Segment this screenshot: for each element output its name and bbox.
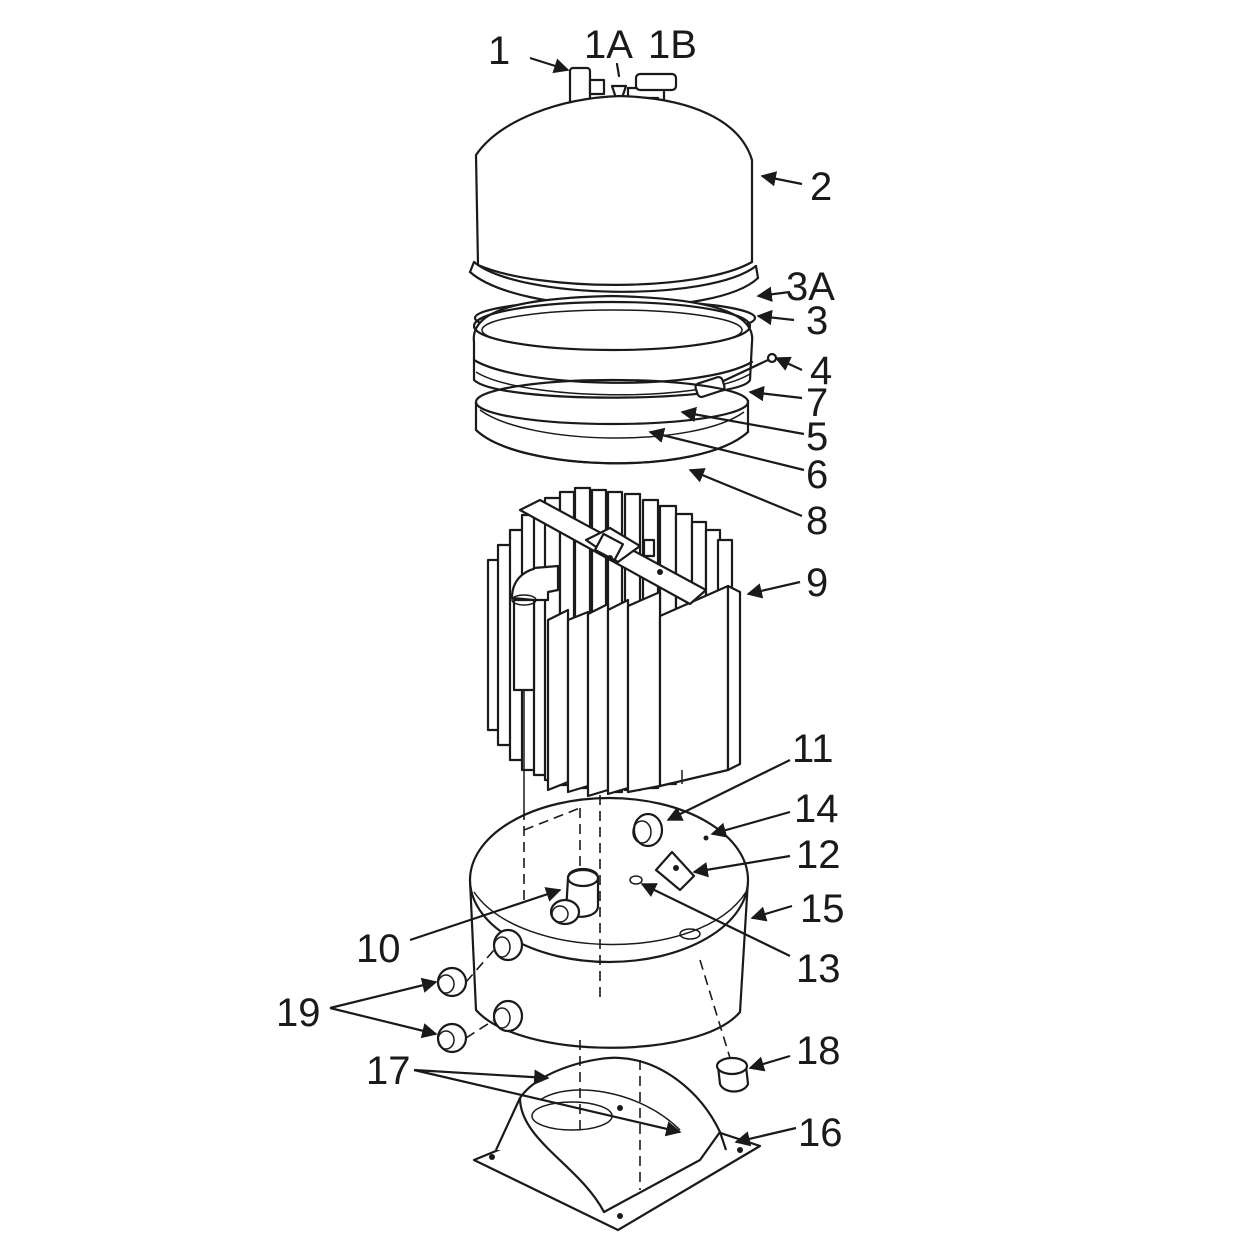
part-15-tank-body <box>468 795 750 1049</box>
callout-8: 8 <box>806 499 828 543</box>
callout-16: 16 <box>798 1111 843 1155</box>
callout-17: 17 <box>366 1049 411 1093</box>
callout-6: 6 <box>806 453 828 497</box>
callout-1b: 1B <box>648 23 697 67</box>
leader-arrows <box>329 56 805 1147</box>
callout-7: 7 <box>806 381 828 425</box>
callout-15: 15 <box>800 887 845 931</box>
part-13-washer <box>629 875 643 885</box>
callout-18: 18 <box>796 1029 841 1073</box>
part-18-drain-cap <box>715 1056 750 1093</box>
part-16-base-stand <box>472 1056 762 1232</box>
callout-5: 5 <box>806 415 828 459</box>
callout-11: 11 <box>792 727 834 771</box>
part-10-elbow <box>549 867 600 926</box>
part-19-plug-lower <box>436 1022 468 1054</box>
callout-1: 1 <box>488 29 510 73</box>
callout-19: 19 <box>276 991 321 1035</box>
callout-3: 3 <box>806 299 828 343</box>
callout-14: 14 <box>794 787 839 831</box>
callout-12: 12 <box>796 833 841 877</box>
plug-lower-centerline <box>465 1019 495 1039</box>
part-8-flange-ring <box>474 378 750 465</box>
callout-2: 2 <box>810 165 832 209</box>
callout-3a: 3A <box>786 265 835 309</box>
drain-centerline <box>699 959 731 1059</box>
tank-port-upper <box>492 928 524 962</box>
callout-13: 13 <box>796 947 841 991</box>
callout-1a: 1A <box>584 23 633 67</box>
callout-10: 10 <box>356 927 401 971</box>
plug-upper-centerline <box>465 949 495 983</box>
part-9-filter-element <box>486 486 742 810</box>
part-2-tank-lid <box>468 94 760 308</box>
part-11-bulkhead-fitting <box>632 812 664 848</box>
part-1-gauge-fitting <box>568 66 606 106</box>
part-1a-screw <box>610 62 628 100</box>
tank-port-lower <box>492 999 524 1033</box>
part-14-screw <box>703 835 709 841</box>
callout-4: 4 <box>810 349 832 393</box>
callout-9: 9 <box>806 561 828 605</box>
part-19-plug-upper <box>436 966 468 998</box>
